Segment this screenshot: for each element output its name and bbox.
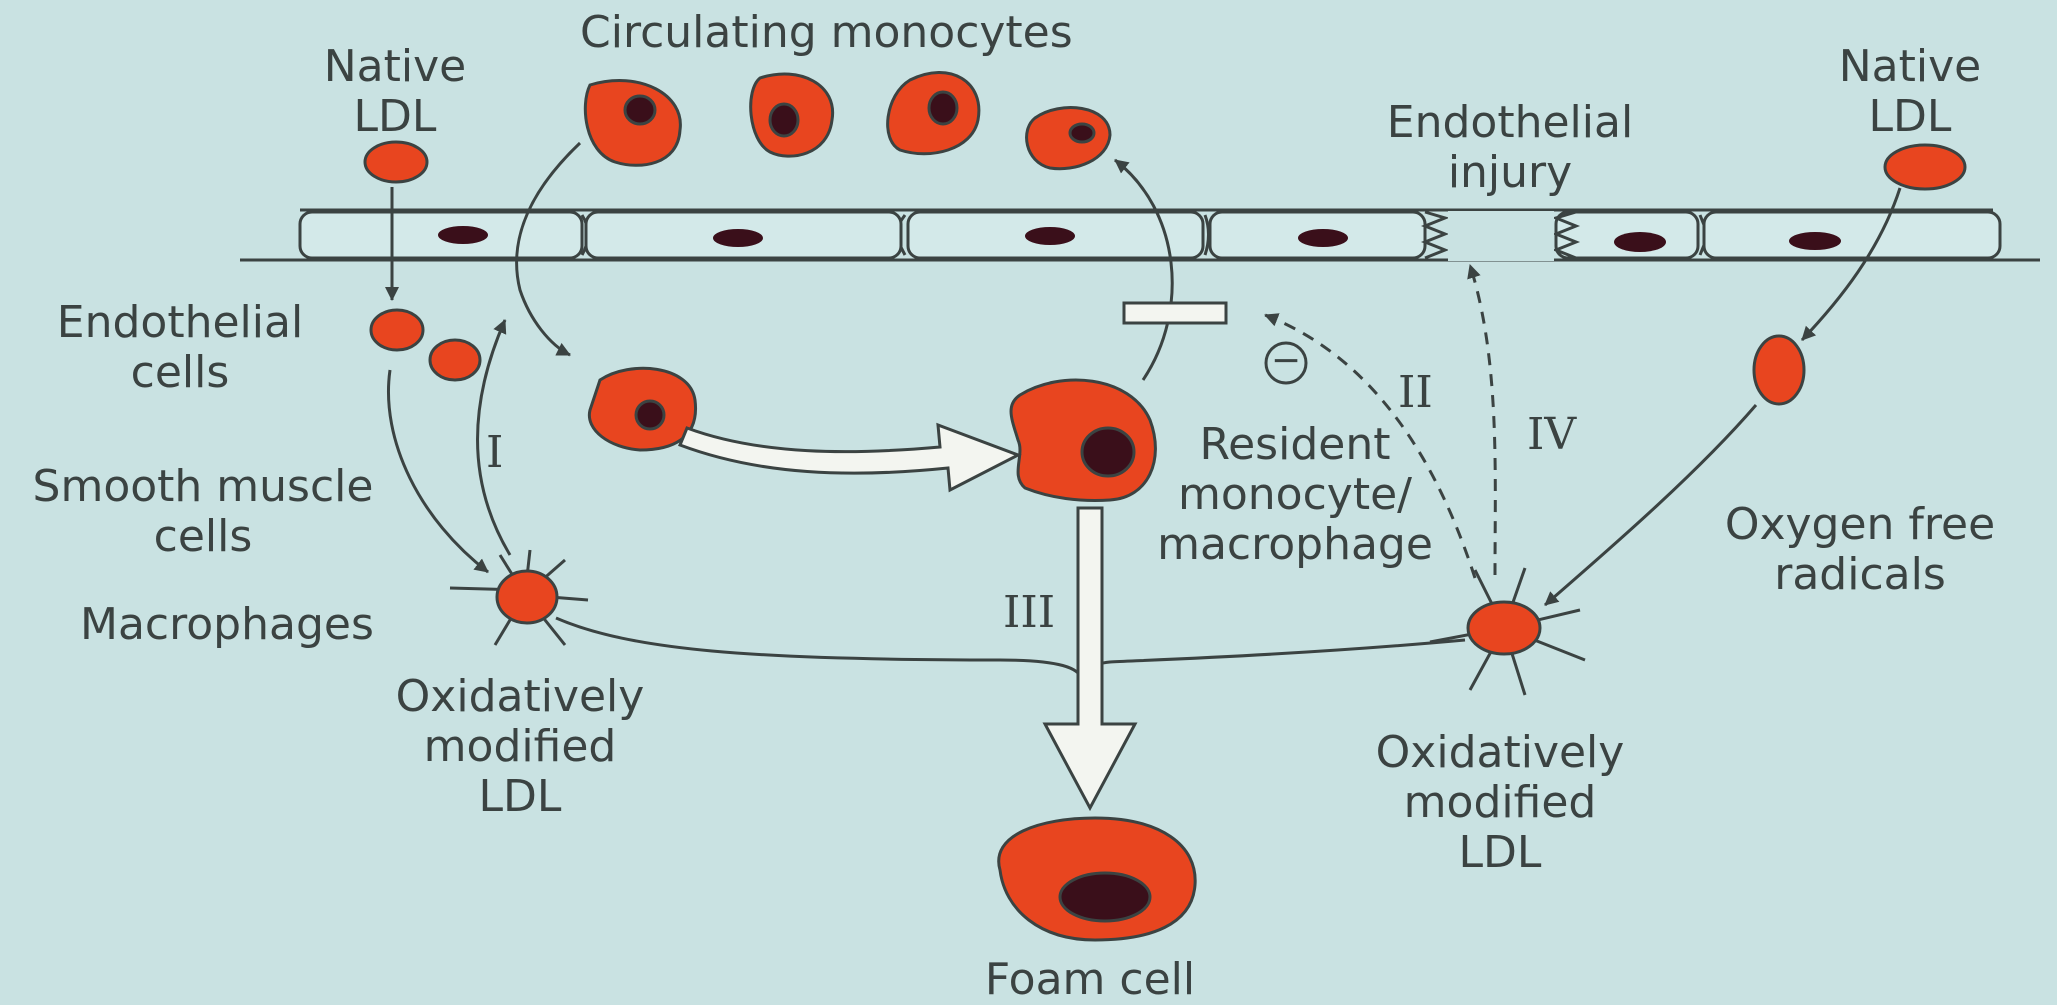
resident-line-1: Resident [1150, 420, 1440, 470]
label-ox-ldl-left: Oxidatively modified LDL [360, 672, 680, 822]
ox-ldl-right-particle [1430, 568, 1585, 695]
native-ldl-left-line-2: LDL [310, 92, 480, 142]
ox-ldl-left-line-3: LDL [360, 772, 680, 822]
native-ldl-left-line-1: Native [310, 42, 480, 92]
resident-line-3: macrophage [1150, 520, 1440, 570]
circulating-monocytes [585, 72, 1110, 168]
foam-cell [999, 818, 1195, 940]
label-foam-cell: Foam cell [900, 955, 1280, 1005]
resident-line-2: monocyte/ [1150, 470, 1440, 520]
inhibition-bar [1124, 303, 1226, 323]
ldl-in-intima-2 [430, 340, 480, 380]
ox-ldl-left-line-2: modified [360, 722, 680, 772]
native-ldl-left [365, 142, 427, 182]
label-circulating-monocytes: Circulating monocytes [580, 8, 1073, 58]
native-ldl-right [1885, 145, 1965, 189]
oxygen-line-1: Oxygen free [1700, 500, 2020, 550]
endothelial-injury-line-2: injury [1360, 148, 1660, 198]
endothelial-injury-line-1: Endothelial [1360, 98, 1660, 148]
pathway-iii-label: III [1003, 588, 1055, 638]
native-ldl-right-line-1: Native [1825, 42, 1995, 92]
resident-macrophage [1011, 380, 1155, 500]
label-smooth-muscle-cells: Smooth muscle cells [8, 462, 398, 562]
native-ldl-right-line-2: LDL [1825, 92, 1995, 142]
label-oxygen-free-radicals: Oxygen free radicals [1700, 500, 2020, 600]
ldl-particles [365, 142, 1965, 404]
ldl-in-intima-1 [371, 310, 423, 350]
label-native-ldl-left: Native LDL [310, 42, 480, 142]
endothelial-cells [300, 212, 2000, 258]
label-native-ldl-right: Native LDL [1825, 42, 1995, 142]
pathway-ii-label: II [1398, 368, 1433, 418]
label-ox-ldl-right: Oxidatively modified LDL [1340, 728, 1660, 878]
hollow-arrow-down [1045, 508, 1135, 808]
label-resident-macrophage: Resident monocyte/ macrophage [1150, 420, 1440, 570]
hollow-arrow-horizontal [680, 425, 1018, 490]
endothelial-cells-line-1: Endothelial [40, 298, 320, 348]
ox-ldl-left-line-1: Oxidatively [360, 672, 680, 722]
migrating-monocyte [589, 368, 695, 450]
endothelial-cells-line-2: cells [40, 348, 320, 398]
ox-ldl-right-line-2: modified [1340, 778, 1660, 828]
smooth-muscle-line-2: cells [8, 512, 398, 562]
label-endothelial-cells: Endothelial cells [40, 298, 320, 398]
ox-ldl-right-line-3: LDL [1340, 828, 1660, 878]
ox-ldl-right-line-1: Oxidatively [1340, 728, 1660, 778]
pathway-iv-label: IV [1527, 410, 1576, 460]
inhibition-minus: − [1270, 336, 1302, 386]
monocyte-4 [1027, 108, 1110, 169]
ldl-in-intima-right [1754, 336, 1804, 404]
injury-gap [1448, 211, 1554, 261]
pathway-i-label: I [486, 428, 503, 478]
oxygen-line-2: radicals [1700, 550, 2020, 600]
label-macrophages: Macrophages [80, 600, 374, 650]
ox-ldl-left-particle [450, 550, 588, 645]
label-endothelial-injury: Endothelial injury [1360, 98, 1660, 198]
smooth-muscle-line-1: Smooth muscle [8, 462, 398, 512]
